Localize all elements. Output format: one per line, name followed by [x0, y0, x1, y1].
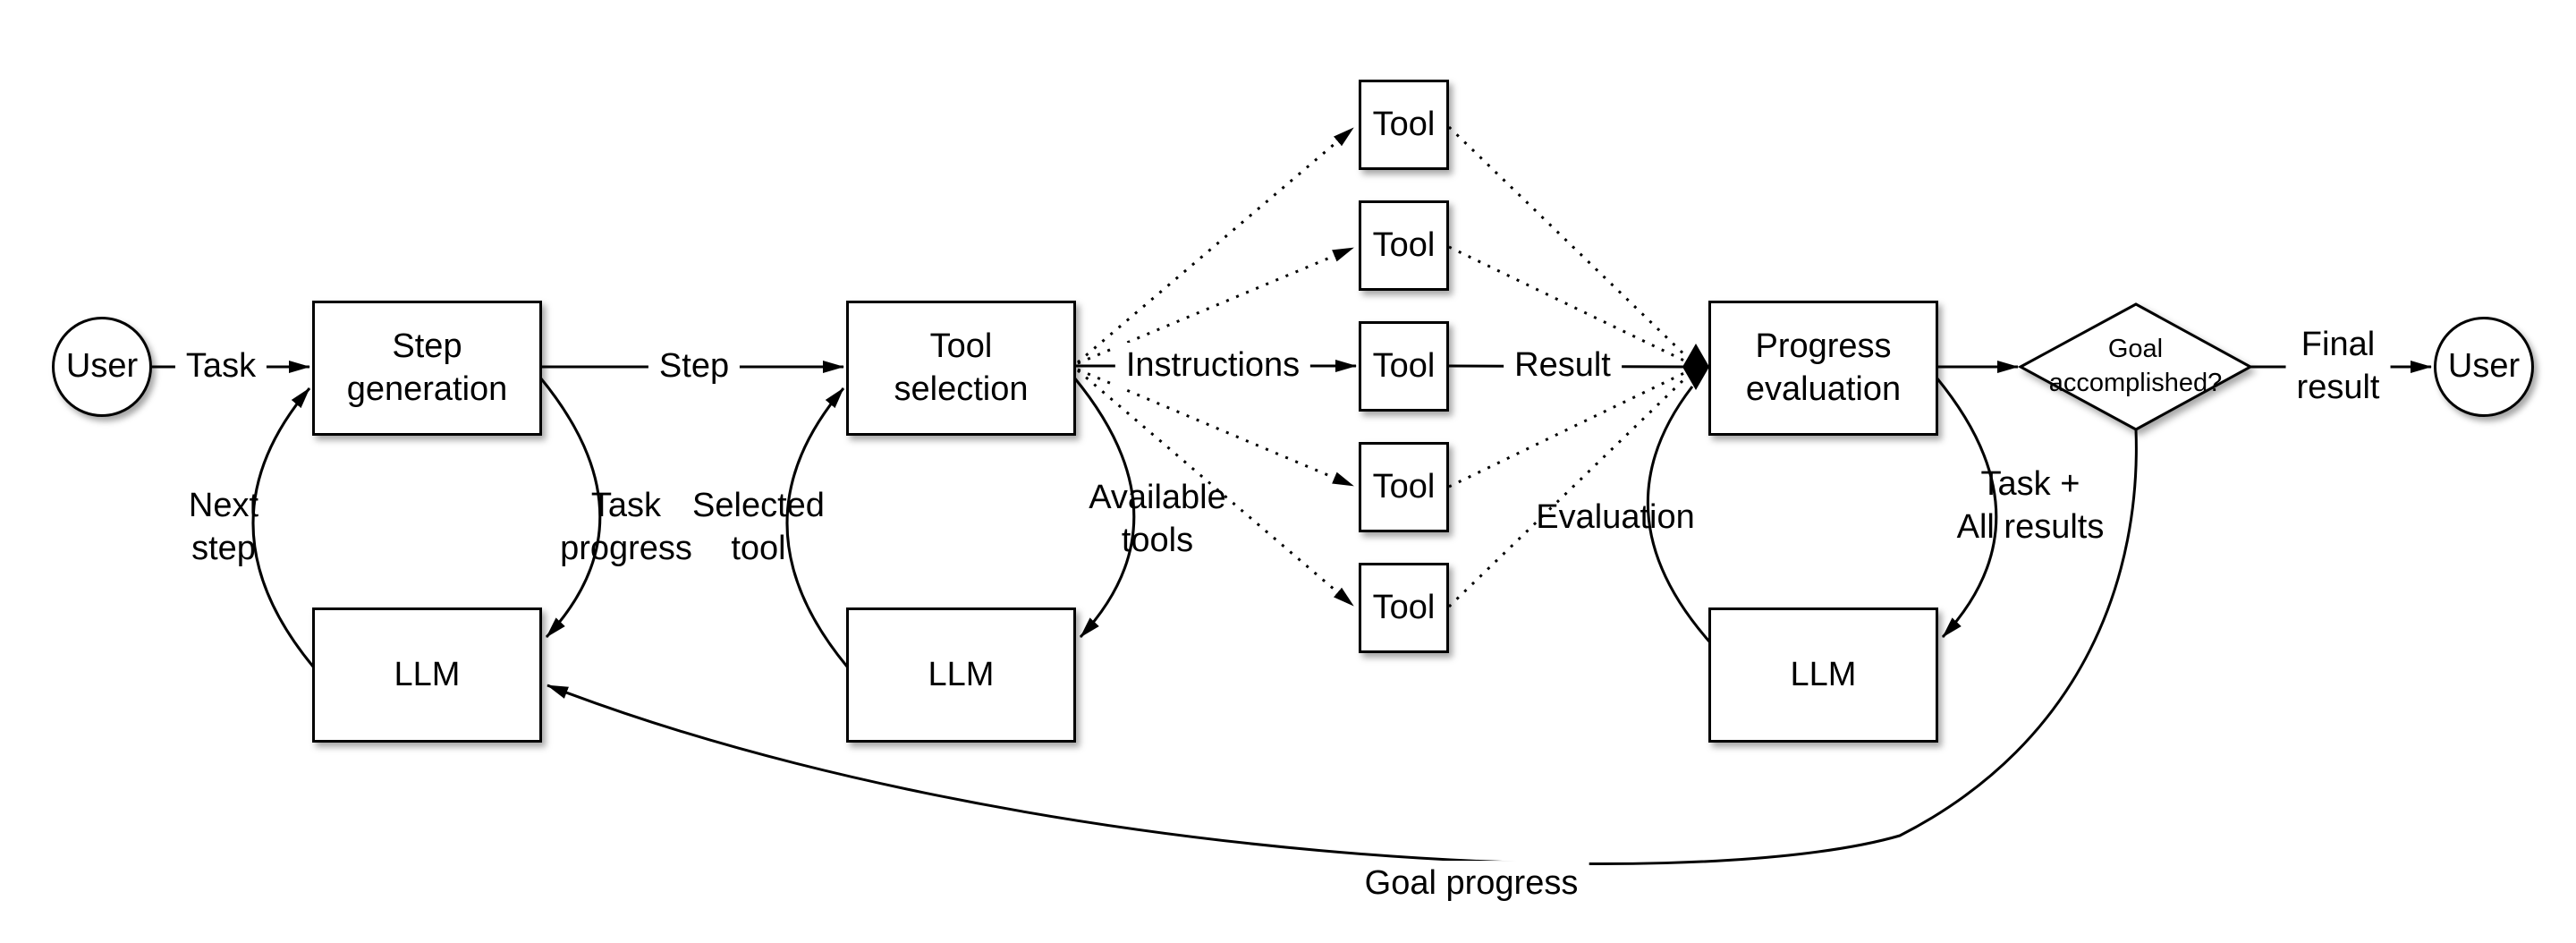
edge-label-result: Result: [1504, 343, 1622, 389]
edge-label-task-progress: Task progress: [560, 487, 692, 567]
edge-tool5-to-merge: [1447, 374, 1690, 608]
edge-llm3-to-merge-evaluation: [1646, 386, 1711, 642]
edge-toolsel-to-tool2: [1077, 246, 1354, 365]
edge-toolsel-to-tool1: [1077, 126, 1354, 364]
goal-decision-label: Goal accomplished?: [2048, 335, 2223, 397]
edge-label-goal-progress: Goal progress: [1353, 861, 1589, 907]
edge-tool2-to-merge: [1448, 245, 1689, 364]
tool-node-4: Tool: [1359, 442, 1449, 532]
edge-stepgen-to-llm1-task-progress: [538, 377, 602, 639]
edge-toolsel-to-tool5: [1077, 369, 1354, 607]
edge-llm1-to-stepgen-next-step: [251, 387, 315, 667]
edge-label-selected-tool: Selected tool: [692, 487, 825, 567]
user-node-left: User: [52, 317, 152, 417]
tool-node-1: Tool: [1359, 80, 1449, 170]
edge-label-evaluation: Evaluation: [1536, 498, 1695, 537]
edge-label-task-all-results: Task + All results: [1956, 465, 2105, 546]
edge-progeval-to-llm3-task-all-results: [1935, 377, 1998, 639]
edge-llm2-to-toolsel-selected-tool: [785, 387, 849, 667]
edge-toolsel-to-tool4: [1077, 368, 1354, 488]
edge-tool4-to-merge: [1448, 370, 1689, 488]
edge-label-available-tools: Available tools: [1089, 479, 1226, 559]
edge-label-step: Step: [648, 344, 741, 390]
llm-node-2: LLM: [846, 607, 1076, 743]
tool-node-3: Tool: [1359, 321, 1449, 412]
tool-selection-node: Tool selection: [846, 301, 1076, 436]
step-generation-node: Step generation: [312, 301, 542, 436]
goal-decision-shape: [2017, 302, 2254, 431]
edge-tool1-to-merge: [1447, 125, 1690, 360]
tool-node-2: Tool: [1359, 200, 1449, 291]
edge-toolsel-to-llm2-available-tools: [1072, 377, 1136, 639]
edge-label-instructions: Instructions: [1114, 343, 1311, 389]
tool-node-5: Tool: [1359, 563, 1449, 653]
edge-label-next-step: Next step: [188, 487, 259, 567]
llm-node-1: LLM: [312, 607, 542, 743]
user-node-right: User: [2434, 317, 2534, 417]
edge-decision-to-llm1-goal-progress: [547, 429, 2138, 865]
merge-point: [1682, 344, 1709, 390]
edge-label-final-result: Final result: [2285, 322, 2391, 412]
edge-label-task: Task: [174, 344, 267, 390]
progress-evaluation-node: Progress evaluation: [1708, 301, 1938, 436]
llm-node-3: LLM: [1708, 607, 1938, 743]
